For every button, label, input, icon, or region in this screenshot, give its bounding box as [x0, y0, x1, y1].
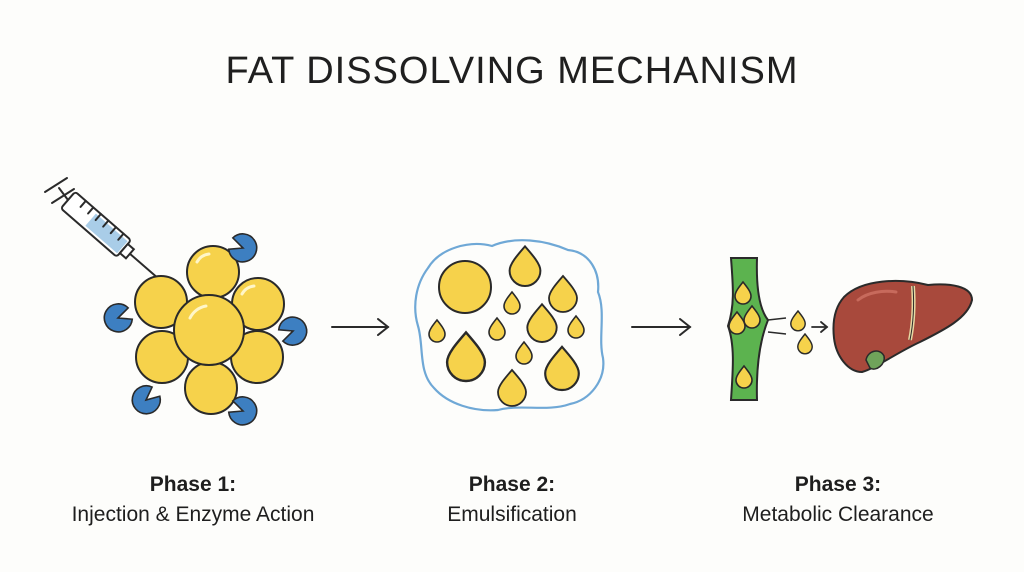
arrow-3-icon [811, 321, 829, 333]
syringe-icon [44, 177, 159, 279]
blood-vessel-icon [726, 257, 787, 401]
phase-2-description: Emulsification [447, 503, 577, 526]
phase-1-caption: Phase 1: Injection & Enzyme Action [43, 470, 343, 530]
phase-3-description: Metabolic Clearance [742, 503, 934, 526]
phase-1-illustration [44, 177, 312, 430]
diagram-title: FAT DISSOLVING MECHANISM [225, 50, 799, 92]
phase-1-description: Injection & Enzyme Action [71, 503, 315, 526]
arrow-1-icon [331, 318, 390, 336]
cell-membrane [414, 239, 605, 412]
fat-cell-cluster [134, 245, 285, 415]
phase-2-illustration [414, 239, 605, 412]
liver-icon [832, 280, 974, 374]
fat-droplets [428, 245, 585, 407]
phase-3-illustration [726, 257, 974, 401]
phase-3-label: Phase 3: [794, 473, 882, 496]
phase-1-label: Phase 1: [149, 473, 237, 496]
phase-2-label: Phase 2: [468, 473, 556, 496]
phase-3-caption: Phase 3: Metabolic Clearance [688, 470, 988, 530]
phase-2-caption: Phase 2: Emulsification [362, 470, 662, 530]
arrow-2-icon [631, 318, 692, 336]
